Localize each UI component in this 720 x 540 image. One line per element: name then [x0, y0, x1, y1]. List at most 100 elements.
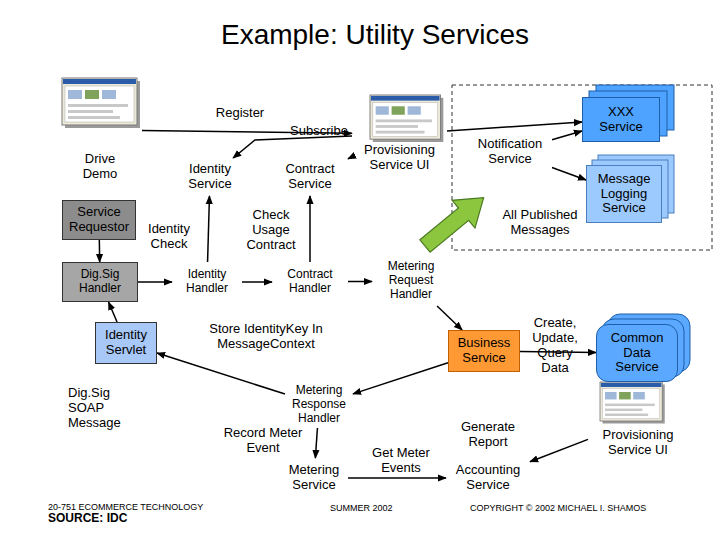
window-thumb [392, 106, 405, 114]
window-bar [605, 414, 648, 416]
handler-box: Identity Handler [172, 262, 242, 302]
connector-line [437, 306, 462, 330]
node-text: Message Logging Service [588, 172, 660, 217]
connector-line [99, 240, 101, 262]
copyright-text: COPYRIGHT © 2002 MICHAEL I. SHAMOS [470, 503, 710, 513]
connector-line [353, 363, 448, 394]
window-bar [376, 131, 425, 134]
window-icon [370, 95, 443, 142]
window-bar [68, 104, 128, 107]
window-shadow [65, 81, 140, 128]
node-text: Accounting Service [448, 463, 528, 493]
window-body [373, 103, 438, 137]
window-titlebar [371, 96, 440, 101]
connector-line [138, 281, 172, 283]
connector-line [242, 281, 272, 283]
node-text: Metering Request Handler [374, 260, 448, 301]
window-bar [68, 110, 113, 113]
note-text: Dig.Sig SOAP Message [68, 386, 142, 431]
connector-line [315, 428, 317, 458]
window-thumb [376, 106, 389, 114]
window-thumb [85, 90, 99, 99]
node-text: Contract Service [275, 162, 345, 192]
edge-label: Identity Check [138, 222, 200, 252]
screen-icon: Provisioning Service UI [588, 380, 688, 460]
note-text: All Published Messages [494, 208, 586, 238]
connector-line [142, 131, 352, 134]
edge-label: Create, Update, Query Data [524, 316, 586, 376]
dashed-region [452, 85, 712, 250]
connector-line [208, 196, 210, 262]
note-text: Store IdentityKey In MessageContext [208, 322, 324, 352]
handler-box: Dig.Sig Handler [62, 262, 138, 302]
node-text: Provisioning Service UI [592, 428, 684, 458]
window-titlebar [601, 383, 662, 387]
window-bar [376, 125, 418, 128]
connector-line [520, 351, 596, 353]
node-text: Notification Service [470, 137, 550, 167]
window-thumb [605, 392, 617, 399]
window-bar [68, 116, 120, 119]
service-box: Metering Service [280, 458, 348, 498]
service-stack: XXX Service [582, 97, 660, 142]
window-icon [62, 78, 140, 128]
window-bar [605, 404, 655, 406]
service-stack: Message Logging Service [586, 165, 662, 223]
service-box: Contract Service [272, 158, 348, 196]
service-box: Accounting Service [446, 458, 530, 498]
servlet-box: Identity Servlet [95, 322, 157, 364]
slide-title: Example: Utility Services [15, 18, 720, 52]
window-thumb [633, 392, 645, 399]
node-text: Contract Handler [275, 268, 345, 296]
dashed-frame [452, 85, 712, 250]
window-titlebar [63, 79, 136, 84]
node-text: Common Data Service [605, 331, 669, 376]
window-shadow [373, 98, 444, 142]
edge-label: Register [205, 106, 275, 121]
node-text: Business Service [450, 336, 518, 366]
connector-line [348, 157, 352, 159]
handler-box: Metering Response Handler [285, 382, 353, 428]
node-text: Identity Service [175, 162, 245, 192]
block-arrow [414, 184, 496, 260]
edge-label: Record Meter Event [218, 426, 308, 456]
screen-icon: Drive Demo [58, 76, 142, 184]
footer-text: SUMMER 2002 [330, 503, 420, 513]
node-text: Service Requestor [63, 205, 135, 235]
node-text: Dig.Sig Handler [65, 268, 135, 296]
window-body [65, 86, 134, 122]
screen-icon: Provisioning Service UI [352, 93, 447, 175]
window-frame [370, 95, 441, 139]
connector-line [447, 122, 582, 131]
node-text: Identity Servlet [97, 328, 155, 358]
window-thumb [68, 90, 82, 99]
node-text: Metering Response Handler [286, 384, 352, 425]
requestor-box: Service Requestor [62, 200, 136, 240]
service-stack: Common Data Service [596, 324, 678, 382]
window-frame [600, 382, 662, 421]
node-text: Drive Demo [75, 152, 125, 182]
connector-line [552, 131, 582, 140]
handler-box: Contract Handler [272, 262, 348, 302]
connector-line [109, 302, 118, 322]
connector-line [348, 281, 372, 283]
window-shadow [602, 384, 664, 423]
connector-line [157, 353, 285, 394]
window-frame [62, 78, 137, 125]
window-thumb [619, 392, 631, 399]
node-text: Identity Handler [174, 268, 240, 296]
edge-label: Generate Report [452, 420, 524, 450]
handler-box: Metering Request Handler [372, 256, 450, 306]
block-arrow-shape [414, 184, 496, 260]
service-box: Notification Service [468, 133, 552, 171]
edge-label: Get Meter Events [360, 446, 442, 476]
connector-line [530, 439, 588, 461]
service-box: Business Service [448, 330, 520, 372]
connector-line [348, 477, 446, 479]
connector-line [233, 136, 352, 158]
connector-line [309, 196, 311, 262]
window-thumb [102, 90, 116, 99]
footer-text: 20-751 ECOMMERCE TECHNOLOGY [48, 502, 268, 512]
